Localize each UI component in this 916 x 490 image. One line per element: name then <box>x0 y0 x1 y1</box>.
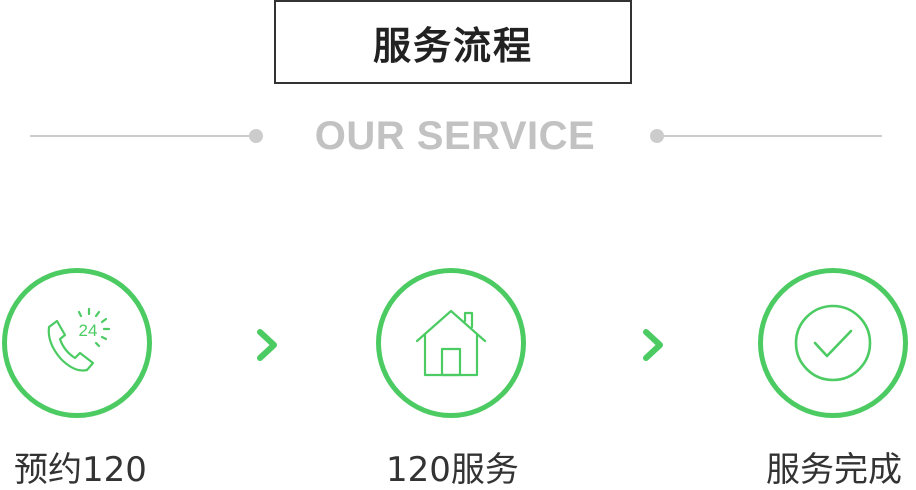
step-circle-complete <box>758 268 908 418</box>
section-title: 服务流程 <box>274 0 632 84</box>
step-label-service: 120服务 <box>386 450 519 490</box>
step-label-appointment: 预约120 <box>14 450 147 490</box>
step-circle-service <box>376 268 526 418</box>
divider-line-left <box>30 135 255 137</box>
divider-dot-left <box>249 129 263 143</box>
divider-line-right <box>656 135 882 137</box>
chevron-right-icon <box>257 329 277 361</box>
phone-badge-text: 24 <box>79 321 98 340</box>
step-label-complete: 服务完成 <box>766 450 902 490</box>
step-circle-appointment: 24 <box>2 268 152 418</box>
chevron-right-icon <box>643 329 663 361</box>
phone-24-icon: 24 <box>47 307 111 372</box>
section-subtitle: OUR SERVICE <box>314 114 596 158</box>
check-circle-icon <box>794 304 872 382</box>
house-icon <box>415 309 487 377</box>
